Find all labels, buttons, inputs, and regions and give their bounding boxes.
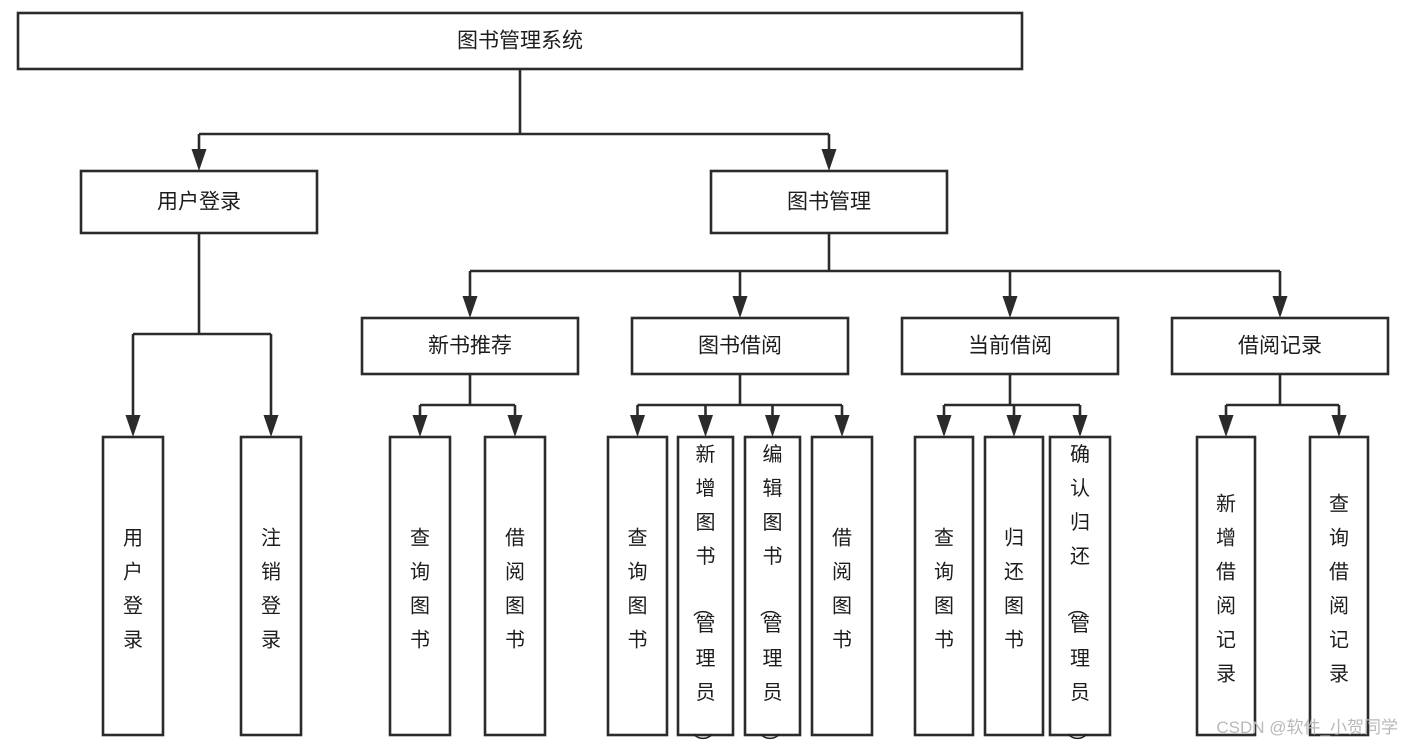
node-label-leaf-9: 查询图书 — [934, 527, 954, 652]
node-leaf-2[interactable]: 注销登录 — [239, 435, 303, 737]
arrow-head-icon — [732, 296, 748, 318]
arrow-head-icon — [412, 415, 428, 437]
node-leaf-9[interactable]: 查询图书 — [913, 435, 975, 737]
node-box-leaf-3[interactable] — [388, 435, 452, 737]
node-label-root: 图书管理系统 — [457, 30, 583, 53]
node-leaf-1[interactable]: 用户登录 — [101, 435, 165, 737]
connector-group-new-book-rec — [412, 374, 523, 437]
node-leaf-7[interactable]: 编辑图书（管理员） — [743, 435, 802, 747]
node-leaf-12[interactable]: 新增借阅记录 — [1195, 435, 1257, 737]
node-layer: 图书管理系统用户登录图书管理新书推荐图书借阅当前借阅借阅记录用户登录注销登录查询… — [16, 11, 1390, 747]
node-label-user-login: 用户登录 — [157, 191, 241, 214]
node-label-book-borrow: 图书借阅 — [698, 335, 782, 358]
node-new-book-rec[interactable]: 新书推荐 — [360, 316, 580, 376]
arrow-head-icon — [630, 415, 645, 437]
node-box-leaf-4[interactable] — [483, 435, 547, 737]
node-box-leaf-10[interactable] — [983, 435, 1045, 737]
connector-group-borrow-record — [1218, 374, 1347, 437]
node-leaf-10[interactable]: 归还图书 — [983, 435, 1045, 737]
node-label-leaf-3: 查询图书 — [410, 527, 430, 652]
arrow-head-icon — [507, 415, 523, 437]
arrow-head-icon — [263, 415, 279, 437]
node-box-root[interactable] — [16, 11, 1024, 71]
node-leaf-11[interactable]: 确认归还（管理员） — [1048, 435, 1112, 747]
arrow-head-icon — [936, 415, 952, 437]
node-root[interactable]: 图书管理系统 — [16, 11, 1024, 71]
node-leaf-8[interactable]: 借阅图书 — [810, 435, 874, 737]
connector-group-book-borrow — [630, 374, 850, 437]
connector-layer — [125, 69, 1347, 437]
arrow-head-icon — [698, 415, 713, 437]
arrow-head-icon — [1218, 415, 1234, 437]
arrow-head-icon — [765, 415, 780, 437]
node-leaf-5[interactable]: 查询图书 — [606, 435, 669, 737]
node-label-leaf-7: 编辑图书（管理员） — [758, 443, 783, 747]
arrow-head-icon — [1331, 415, 1347, 437]
node-box-leaf-5[interactable] — [606, 435, 669, 737]
node-box-leaf-2[interactable] — [239, 435, 303, 737]
node-box-leaf-6[interactable] — [676, 435, 735, 737]
node-box-borrow-record[interactable] — [1170, 316, 1390, 376]
csdn-watermark: CSDN @软件_小贺同学 — [1216, 718, 1398, 737]
node-label-leaf-10: 归还图书 — [1004, 527, 1024, 652]
node-label-leaf-8: 借阅图书 — [832, 527, 852, 652]
node-label-leaf-13: 查询借阅记录 — [1329, 493, 1349, 686]
connector-group-root — [191, 69, 837, 171]
node-box-leaf-13[interactable] — [1308, 435, 1370, 737]
node-label-leaf-4: 借阅图书 — [505, 527, 525, 652]
node-label-current-borrow: 当前借阅 — [968, 335, 1052, 358]
node-box-leaf-9[interactable] — [913, 435, 975, 737]
arrow-head-icon — [1002, 296, 1018, 318]
node-box-book-borrow[interactable] — [630, 316, 850, 376]
arrow-head-icon — [462, 296, 478, 318]
arrow-head-icon — [1272, 296, 1288, 318]
node-box-book-manage[interactable] — [709, 169, 949, 235]
node-box-leaf-11[interactable] — [1048, 435, 1112, 737]
arrow-head-icon — [834, 415, 850, 437]
node-leaf-3[interactable]: 查询图书 — [388, 435, 452, 737]
node-box-current-borrow[interactable] — [900, 316, 1120, 376]
connector-group-user-login — [125, 233, 279, 437]
node-box-leaf-12[interactable] — [1195, 435, 1257, 737]
node-box-leaf-7[interactable] — [743, 435, 802, 737]
node-borrow-record[interactable]: 借阅记录 — [1170, 316, 1390, 376]
node-user-login[interactable]: 用户登录 — [79, 169, 319, 235]
node-leaf-6[interactable]: 新增图书（管理员） — [676, 435, 735, 747]
connector-group-book-manage — [462, 233, 1288, 318]
node-label-leaf-5: 查询图书 — [628, 527, 648, 652]
node-current-borrow[interactable]: 当前借阅 — [900, 316, 1120, 376]
arrow-head-icon — [1006, 415, 1022, 437]
arrow-head-icon — [191, 149, 207, 171]
arrow-head-icon — [125, 415, 141, 437]
node-label-book-manage: 图书管理 — [787, 191, 871, 214]
arrow-head-icon — [821, 149, 837, 171]
node-label-new-book-rec: 新书推荐 — [428, 335, 512, 358]
node-leaf-13[interactable]: 查询借阅记录 — [1308, 435, 1370, 737]
node-box-user-login[interactable] — [79, 169, 319, 235]
node-box-new-book-rec[interactable] — [360, 316, 580, 376]
connector-group-current-borrow — [936, 374, 1088, 437]
node-book-manage[interactable]: 图书管理 — [709, 169, 949, 235]
node-label-leaf-6: 新增图书（管理员） — [691, 443, 716, 747]
arrow-head-icon — [1072, 415, 1088, 437]
node-leaf-4[interactable]: 借阅图书 — [483, 435, 547, 737]
node-box-leaf-1[interactable] — [101, 435, 165, 737]
node-label-leaf-12: 新增借阅记录 — [1216, 493, 1236, 686]
node-label-leaf-2: 注销登录 — [261, 527, 281, 652]
node-label-leaf-11: 确认归还（管理员） — [1065, 443, 1090, 747]
node-label-borrow-record: 借阅记录 — [1238, 335, 1322, 358]
node-book-borrow[interactable]: 图书借阅 — [630, 316, 850, 376]
node-label-leaf-1: 用户登录 — [123, 528, 143, 652]
node-box-leaf-8[interactable] — [810, 435, 874, 737]
